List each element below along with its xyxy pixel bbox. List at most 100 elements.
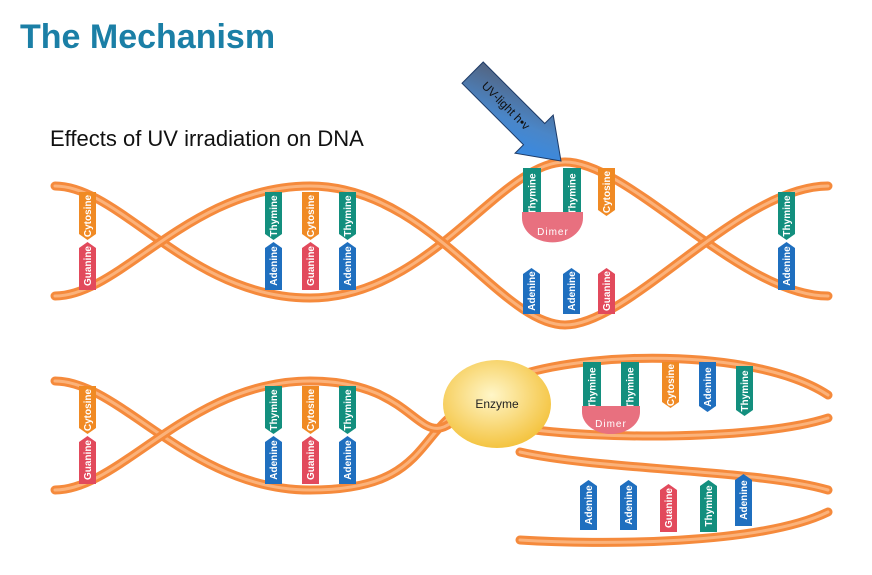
bottom-strand-1-highlight — [53, 184, 830, 327]
adenine-r1-a: Adenine — [523, 268, 540, 314]
upper-branch-outer-highlight — [518, 356, 830, 397]
top-strand-1-highlight — [53, 160, 830, 300]
pair-r1-2-bottom-shape — [265, 242, 282, 290]
pair-r1-2-bottom-label: Adenine — [269, 246, 280, 286]
pair-r1-4-bottom-shape — [339, 242, 356, 290]
thymine-dimer-2-label: Thymine — [568, 173, 579, 215]
pair-r1-3-bottom: Guanine — [302, 242, 319, 290]
pair-r1-4-top-label: Thymine — [343, 195, 354, 237]
thymine-r2-upper-label: Thymine — [740, 370, 751, 412]
upper-branch-inner-highlight — [518, 416, 830, 438]
pair-r2-1-top-shape — [79, 386, 96, 434]
pair-r2-4-top-label: Thymine — [343, 389, 354, 431]
guanine-r1-c: Guanine — [598, 268, 615, 314]
pair-r1-4-top: Thymine — [339, 192, 356, 240]
thymine-r2-lower: Thymine — [700, 480, 717, 532]
pair-r1-5-bottom-label: Adenine — [782, 246, 793, 286]
pair-r1-4-top-shape — [339, 192, 356, 240]
cytosine-r1-damaged-shape — [598, 168, 615, 216]
adenine-r2-lower-1-label: Adenine — [584, 485, 595, 525]
pair-r2-4-bottom-label: Adenine — [343, 440, 354, 480]
guanine-r1-c-shape — [598, 268, 615, 314]
page-title: The Mechanism — [20, 18, 276, 56]
pair-r2-2-bottom-label: Adenine — [269, 440, 280, 480]
adenine-r1-a-shape — [523, 268, 540, 314]
cytosine-r1-damaged: Cytosine — [598, 168, 615, 216]
pair-r2-4-bottom: Adenine — [339, 436, 356, 484]
pair-r2-3-bottom-shape — [302, 436, 319, 484]
pair-r2-1-bottom-label: Guanine — [83, 440, 94, 480]
pair-r2-1-bottom-shape — [79, 436, 96, 484]
guanine-r1-c-label: Guanine — [602, 271, 613, 311]
pair-r2-1-bottom: Guanine — [79, 436, 96, 484]
pair-r2-2-bottom-shape — [265, 436, 282, 484]
pair-r1-5-bottom: Adenine — [778, 242, 795, 290]
pair-r2-2-top-shape — [265, 386, 282, 434]
top-strand-2 — [50, 376, 475, 495]
pair-r1-1-bottom: Guanine — [79, 242, 96, 290]
diagram-subtitle: Effects of UV irradiation on DNA — [50, 126, 364, 151]
lower-branch-inner-highlight — [518, 450, 830, 492]
thymine-dimer-1-shape — [523, 168, 541, 220]
thymine-r2-upper: Thymine — [736, 366, 753, 416]
pair-r1-2-top: Thymine — [265, 192, 282, 240]
thymine-dimer-4-label: Thymine — [626, 367, 637, 409]
pair-r1-1-top-label: Cytosine — [83, 194, 94, 237]
pair-r2-2-bottom: Adenine — [265, 436, 282, 484]
dimer-shape-1 — [522, 212, 583, 243]
adenine-r2-upper-shape — [699, 362, 716, 412]
base-pairs: CytosineGuanineThymineAdenineCytosineGua… — [79, 168, 795, 532]
enzyme-label: Enzyme — [475, 397, 519, 411]
adenine-r1-b-shape — [563, 268, 580, 314]
thymine-dimer-4: Thymine — [621, 362, 639, 414]
pair-r1-5-bottom-shape — [778, 242, 795, 290]
pair-r1-3-bottom-label: Guanine — [306, 246, 317, 286]
thymine-dimer-2: Thymine — [563, 168, 581, 220]
adenine-r2-lower-1-shape — [580, 480, 597, 530]
enzyme-shape — [443, 360, 551, 448]
pair-r1-2-top-shape — [265, 192, 282, 240]
cytosine-r2-upper-label: Cytosine — [666, 363, 677, 406]
pair-r2-3-bottom: Guanine — [302, 436, 319, 484]
thymine-dimer-1: Thymine — [523, 168, 541, 220]
thymine-dimer-3: Thymine — [583, 362, 601, 414]
pair-r2-3-top-shape — [302, 386, 319, 434]
pair-r1-2-top-label: Thymine — [269, 195, 280, 237]
thymine-r2-lower-shape — [700, 480, 717, 532]
thymine-dimer-3-label: Thymine — [588, 367, 599, 409]
pair-r2-4-top-shape — [339, 386, 356, 434]
thymine-r2-upper-shape — [736, 366, 753, 416]
adenine-r2-lower-1: Adenine — [580, 480, 597, 530]
cytosine-r2-upper: Cytosine — [662, 362, 679, 408]
pair-r1-3-top: Cytosine — [302, 192, 319, 240]
adenine-r1-b: Adenine — [563, 268, 580, 314]
thymine-dimer-4-shape — [621, 362, 639, 414]
thymine-dimer-2-shape — [563, 168, 581, 220]
uv-light-arrow: UV-light h•v — [461, 61, 562, 162]
adenine-r2-lower-2-shape — [620, 480, 637, 530]
guanine-r2-lower-shape — [660, 484, 677, 532]
bottom-strand-1 — [50, 181, 833, 330]
cytosine-r1-damaged-label: Cytosine — [602, 170, 613, 213]
pair-r2-1-top-label: Cytosine — [83, 388, 94, 431]
pair-r2-3-bottom-label: Guanine — [306, 440, 317, 480]
pair-r2-1-top: Cytosine — [79, 386, 96, 434]
pair-r2-2-top-label: Thymine — [269, 389, 280, 431]
pair-r1-5-top-label: Thymine — [782, 195, 793, 237]
pair-r2-2-top: Thymine — [265, 386, 282, 434]
thymine-dimer-3-shape — [583, 362, 601, 414]
cytosine-r2-upper-shape — [662, 362, 679, 408]
pair-r1-4-bottom-label: Adenine — [343, 246, 354, 286]
pair-r2-4-bottom-shape — [339, 436, 356, 484]
adenine-r2-lower-3: Adenine — [735, 474, 752, 526]
adenine-r2-upper-label: Adenine — [703, 367, 714, 407]
adenine-r2-upper: Adenine — [699, 362, 716, 412]
pair-r1-3-bottom-shape — [302, 242, 319, 290]
adenine-r2-lower-3-label: Adenine — [739, 480, 750, 520]
adenine-r2-lower-2: Adenine — [620, 480, 637, 530]
pair-r2-3-top: Cytosine — [302, 386, 319, 434]
adenine-r2-lower-2-label: Adenine — [624, 485, 635, 525]
dimer-label-2: Dimer — [595, 419, 627, 430]
pair-r1-5-top-shape — [778, 192, 795, 240]
pair-r2-3-top-label: Cytosine — [306, 388, 317, 431]
